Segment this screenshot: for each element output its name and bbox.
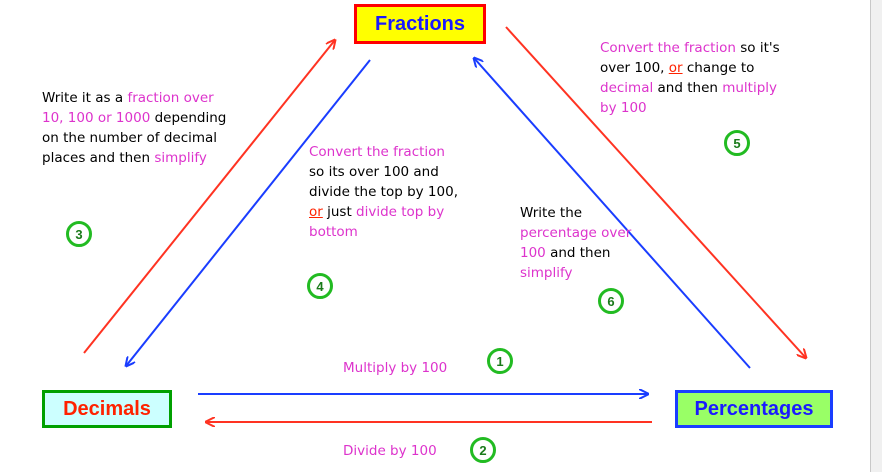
window-edge <box>870 0 882 472</box>
note-step-3: Write it as a fraction over 10, 100 or 1… <box>42 90 227 166</box>
arrow-fractions-to-decimals <box>126 59 371 366</box>
node-decimals: Decimals <box>42 390 172 428</box>
note-step-4: Convert the fraction so its over 100 and… <box>309 144 458 240</box>
step-badge-6: 6 <box>598 288 624 314</box>
step-badge-5: 5 <box>724 130 750 156</box>
note-step-2: Divide by 100 <box>343 443 437 459</box>
step-badge-1: 1 <box>487 348 513 374</box>
arrow-decimals-to-fractions <box>83 40 335 354</box>
note-step-6: Write the percentage over 100 and then s… <box>520 205 632 281</box>
step-badge-4: 4 <box>307 273 333 299</box>
step-badge-3: 3 <box>66 221 92 247</box>
note-step-1: Multiply by 100 <box>343 360 448 376</box>
step-badge-2: 2 <box>470 437 496 463</box>
node-percentages: Percentages <box>675 390 833 428</box>
arrow-fractions-to-percentages <box>505 26 806 358</box>
node-fractions: Fractions <box>354 4 486 44</box>
arrow-percentages-to-fractions <box>474 58 751 369</box>
note-step-5: Convert the fraction so it's over 100, o… <box>600 40 780 116</box>
